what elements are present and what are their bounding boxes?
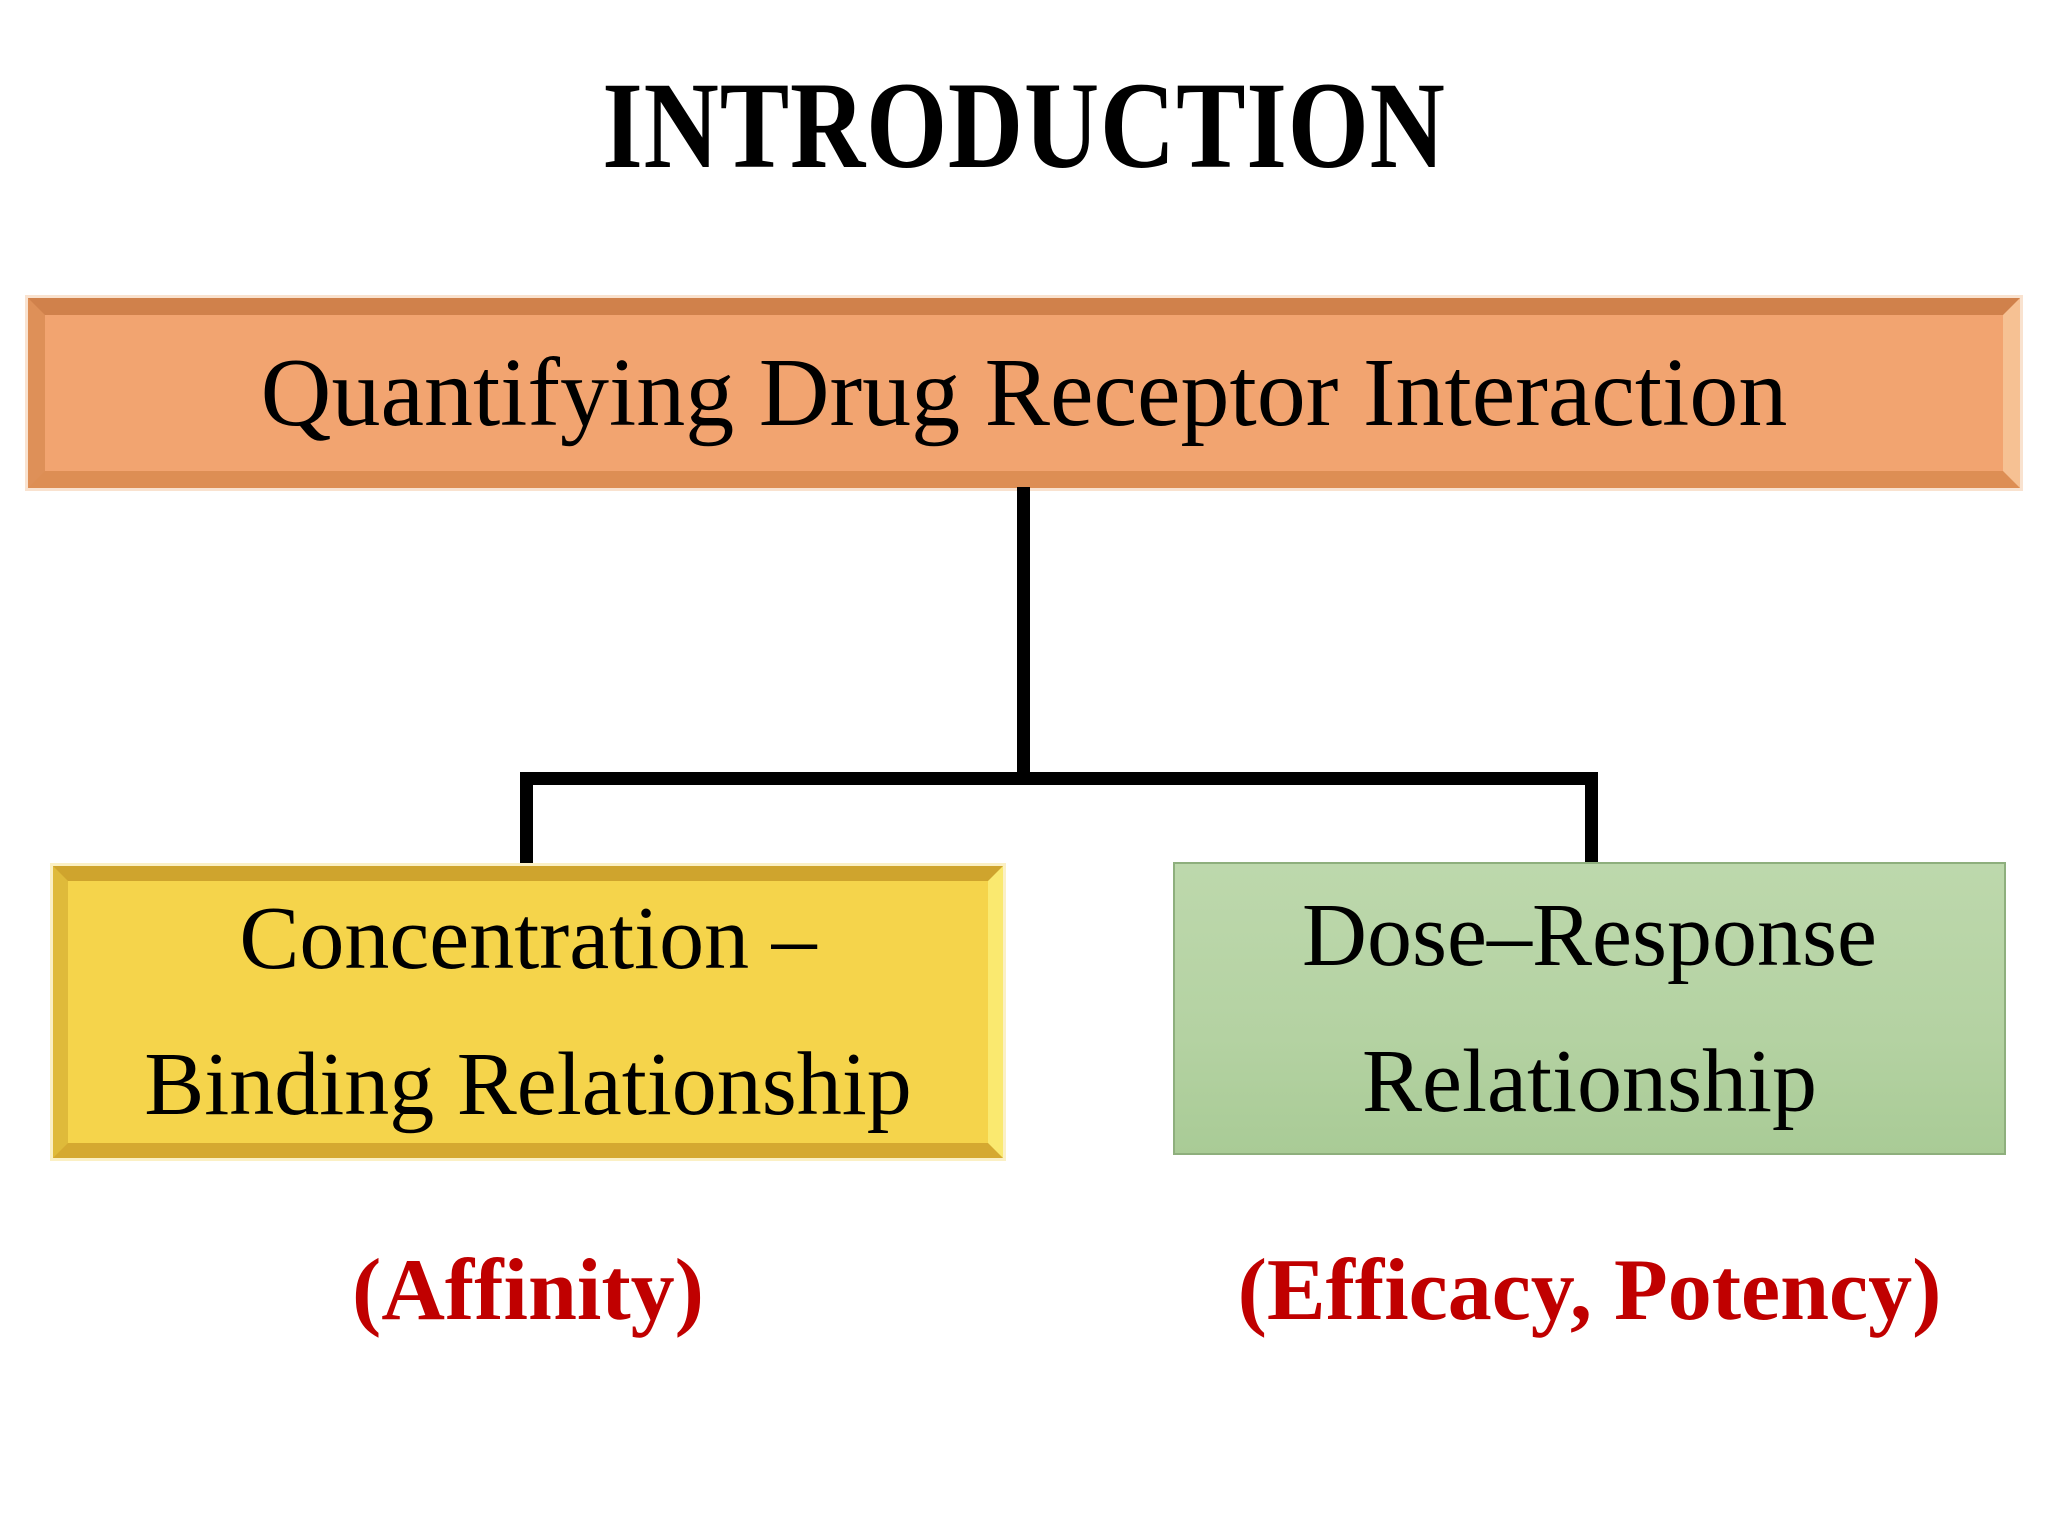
affinity-annotation: (Affinity) <box>352 1242 704 1339</box>
connector-left-drop-line <box>520 785 533 868</box>
dose-response-box: Dose–Response Relationship <box>1173 862 2006 1155</box>
page-title: INTRODUCTION <box>602 57 1446 194</box>
connector-horizontal-line <box>520 772 1598 785</box>
connector-vertical-line <box>1017 487 1030 777</box>
connector-right-drop-line <box>1585 785 1598 868</box>
concentration-binding-box: Concentration – Binding Relationship <box>53 866 1003 1158</box>
dose-response-line1: Dose–Response <box>1302 885 1877 985</box>
root-box-label: Quantifying Drug Receptor Interaction <box>260 339 1788 447</box>
root-box: Quantifying Drug Receptor Interaction <box>28 298 2020 488</box>
dose-response-label: Dose–Response Relationship <box>1302 863 1877 1155</box>
concentration-binding-line2: Binding Relationship <box>144 1035 912 1134</box>
concentration-binding-label: Concentration – Binding Relationship <box>144 866 912 1158</box>
efficacy-potency-annotation: (Efficacy, Potency) <box>1237 1242 1942 1339</box>
dose-response-line2: Relationship <box>1362 1031 1817 1131</box>
concentration-binding-line1: Concentration – <box>239 889 817 988</box>
